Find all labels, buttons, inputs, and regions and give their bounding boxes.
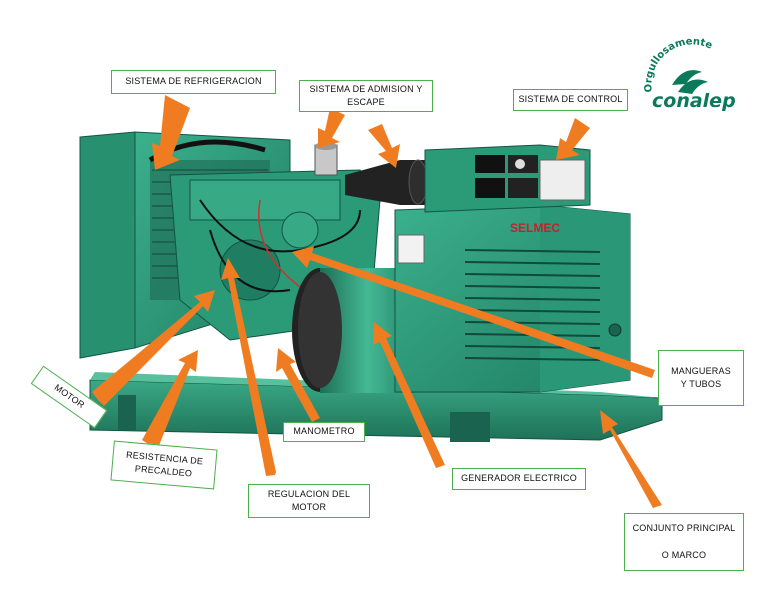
arrow-refrigeracion: [152, 95, 190, 170]
label-generador: GENERADOR ELECTRICO: [452, 468, 586, 490]
logo-wordmark: conalep: [652, 90, 736, 112]
arrow-mangueras: [292, 246, 655, 378]
label-mangueras: MANGUERAS Y TUBOS: [658, 350, 744, 406]
intake-exhaust: [314, 142, 428, 205]
arrow-control: [556, 118, 590, 160]
brand-text: SELMEC: [510, 221, 560, 235]
arrow-admision-2: [368, 124, 400, 168]
conalep-logo: Orgullosamente: [643, 36, 714, 94]
label-manometro: MANOMETRO: [283, 422, 365, 442]
arrow-motor: [92, 290, 215, 406]
label-conjunto: CONJUNTO PRINCIPAL O MARCO: [624, 513, 744, 571]
label-admision: SISTEMA DE ADMISION Y ESCAPE: [299, 80, 433, 112]
label-refrigeracion: SISTEMA DE REFRIGERACION: [111, 70, 276, 94]
label-control: SISTEMA DE CONTROL: [513, 89, 628, 111]
arrow-regulacion: [221, 258, 276, 476]
arrow-resistencia: [142, 350, 198, 448]
pointer-arrows: [92, 95, 662, 508]
arrow-generador: [373, 322, 445, 468]
control-panel: [424, 144, 591, 213]
arrow-admision: [318, 108, 345, 148]
arrow-manometro: [276, 348, 320, 422]
label-regulacion: REGULACION DEL MOTOR: [248, 484, 370, 518]
arrow-conjunto: [600, 410, 662, 508]
